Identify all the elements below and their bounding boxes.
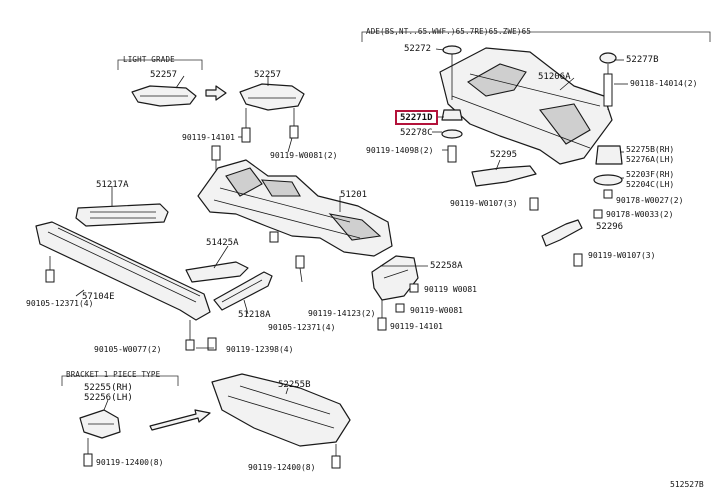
- label-51217a[interactable]: 51217A: [96, 180, 129, 190]
- label-90105-12371-4b[interactable]: 90105-12371(4): [268, 323, 336, 332]
- arm-52296: [541, 219, 583, 247]
- label-90118-14014-2[interactable]: 90118-14014(2): [630, 79, 698, 88]
- label-52257-light[interactable]: 52257: [150, 70, 178, 80]
- cap-52277b: [599, 52, 617, 64]
- label-52276a[interactable]: 52276A(LH): [626, 155, 675, 164]
- label-90119-w0107-3b[interactable]: 90119-W0107(3): [588, 251, 656, 260]
- label-52278c[interactable]: 52278C: [400, 128, 433, 138]
- cover-52255b: [211, 373, 351, 447]
- label-90119-14123-2[interactable]: 90119-14123(2): [308, 309, 376, 318]
- stopper-52203f: [593, 174, 623, 186]
- label-52258a[interactable]: 52258A: [430, 261, 463, 271]
- arrow-bracket: [149, 409, 211, 431]
- arrow-light-grade: [205, 85, 227, 101]
- label-90119-w0081b[interactable]: 90119-W0081: [410, 306, 463, 315]
- washer-52278c: [441, 129, 463, 139]
- label-52275b[interactable]: 52275B(RH): [626, 145, 675, 154]
- bushing-52275b: [595, 145, 623, 165]
- diagram-id: 512527B: [670, 480, 704, 489]
- label-90119-12400-8a[interactable]: 90119-12400(8): [96, 458, 164, 467]
- bushing-52271d: [441, 109, 463, 121]
- bracket-frame: [61, 375, 179, 386]
- label-51218a[interactable]: 51218A: [238, 310, 271, 320]
- label-90105-12371-4[interactable]: 90105-12371(4): [26, 299, 94, 308]
- header-bracket: BRACKET 1 PIECE TYPE: [66, 370, 161, 379]
- label-90119-12398-4[interactable]: 90119-12398(4): [226, 345, 294, 354]
- label-90119-w0107-3a[interactable]: 90119-W0107(3): [450, 199, 518, 208]
- label-52204c[interactable]: 52204C(LH): [626, 180, 675, 189]
- label-90105-w0077-2[interactable]: 90105-W0077(2): [94, 345, 162, 354]
- label-52255-rh[interactable]: 52255(RH): [84, 383, 133, 393]
- plate-51217a: [75, 203, 169, 227]
- piece-51218a: [213, 271, 273, 311]
- label-57104e[interactable]: 57104E: [82, 292, 115, 302]
- label-52257[interactable]: 52257: [254, 70, 282, 80]
- header-light-grade: LIGHT GRADE: [123, 55, 175, 64]
- label-90119-w0081-2[interactable]: 90119-W0081(2): [270, 151, 338, 160]
- light-grade-frame: [117, 59, 203, 70]
- label-52255b[interactable]: 52255B: [278, 380, 311, 390]
- label-52256-lh[interactable]: 52256(LH): [84, 393, 133, 403]
- label-90178-w0027-2[interactable]: 90178-W0027(2): [616, 196, 684, 205]
- label-51206a[interactable]: 51206A: [538, 72, 571, 82]
- label-90119-w0081[interactable]: 90119 W0081: [424, 285, 477, 294]
- bracket-52257: [239, 83, 305, 111]
- label-52271d-highlighted[interactable]: 52271D: [395, 110, 438, 125]
- label-90119-12400-8b[interactable]: 90119-12400(8): [248, 463, 316, 472]
- arm-52295: [471, 165, 537, 187]
- top-right-frame: [361, 31, 711, 42]
- label-52272[interactable]: 52272: [404, 44, 432, 54]
- bracket-52258a: [371, 255, 419, 301]
- label-90119-14098-2[interactable]: 90119-14098(2): [366, 146, 434, 155]
- header-top-right: ADE(BS,NT..65.WWF.)65.7RE)65.ZWE)65: [366, 27, 532, 36]
- label-90119-14101-a[interactable]: 90119-14101: [182, 133, 235, 142]
- label-51425a[interactable]: 51425A: [206, 238, 239, 248]
- label-90178-w0033-2[interactable]: 90178-W0033(2): [606, 210, 674, 219]
- label-52295[interactable]: 52295: [490, 150, 518, 160]
- label-52203f[interactable]: 52203F(RH): [626, 170, 675, 179]
- piece-51425a: [185, 261, 249, 283]
- washer-52272: [442, 45, 462, 55]
- label-90119-14101-b[interactable]: 90119-14101: [390, 322, 443, 331]
- label-52277b[interactable]: 52277B: [626, 55, 659, 65]
- label-52296[interactable]: 52296: [596, 222, 624, 232]
- label-51201[interactable]: 51201: [340, 190, 368, 200]
